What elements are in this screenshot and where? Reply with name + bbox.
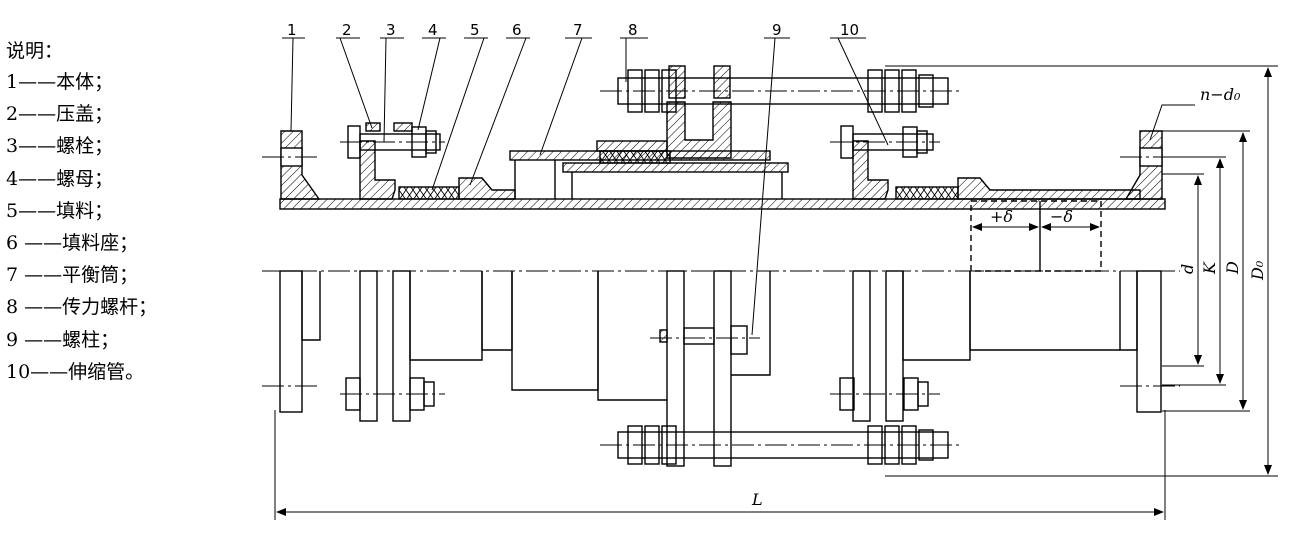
legend-item-10: 10——伸缩管。 [6,360,145,383]
right-flange-outline [1136,270,1162,413]
dim-label-D0: D₀ [1248,260,1267,281]
callout-5: 5 [470,21,480,39]
pipe-wall-section [279,198,1166,210]
legend-item-7: 7 ——平衡筒； [6,264,139,287]
callout-3: 3 [386,21,396,39]
callout-10: 10 [840,21,859,39]
legend-item-6: 6 ——填料座； [6,231,139,254]
legend-item-8: 8 ——传力螺杆； [6,296,158,319]
right-packing-seat [957,177,1141,200]
dim-label-D: D [1223,261,1242,275]
callout-4: 4 [428,21,438,39]
legend-item-1: 1——本体； [6,71,114,93]
left-gland-section [359,140,396,200]
dim-label-plus-delta: +δ [990,207,1013,226]
callout-7: 7 [573,21,583,39]
callout-1: 1 [287,21,297,39]
callouts: 1 2 3 4 5 6 7 8 9 10 [287,21,859,39]
legend-item-5: 5——填料； [6,199,114,222]
left-packing [398,186,460,200]
slip-tube-section [562,162,789,173]
legend-item-3: 3——螺栓； [6,135,114,158]
legend-item-2: 2——压盖； [6,103,114,126]
dim-label-n-d0: n−d₀ [1200,85,1241,104]
legend-item-9: 9 ——螺柱； [6,328,120,351]
left-flange-outline [279,270,303,413]
dim-label-d: d [1178,264,1197,274]
callout-2: 2 [342,21,352,39]
left-packing-seat [458,177,516,200]
dim-label-L: L [751,490,763,509]
legend-title: 说明： [6,40,64,62]
dim-label-K: K [1200,261,1219,275]
leader-n-d0 [1149,104,1195,141]
legend: 说明： 1——本体； 2——压盖； 3——螺栓； 4——螺母； 5——填料； 6… [6,36,216,388]
dim-label-minus-delta: −δ [1050,207,1073,226]
callout-9: 9 [772,21,782,39]
callout-8: 8 [628,21,638,39]
right-gland-section [852,140,889,200]
callout-6: 6 [512,21,522,39]
center-bracket-section [666,101,732,159]
legend-item-4: 4——螺母； [6,167,114,190]
